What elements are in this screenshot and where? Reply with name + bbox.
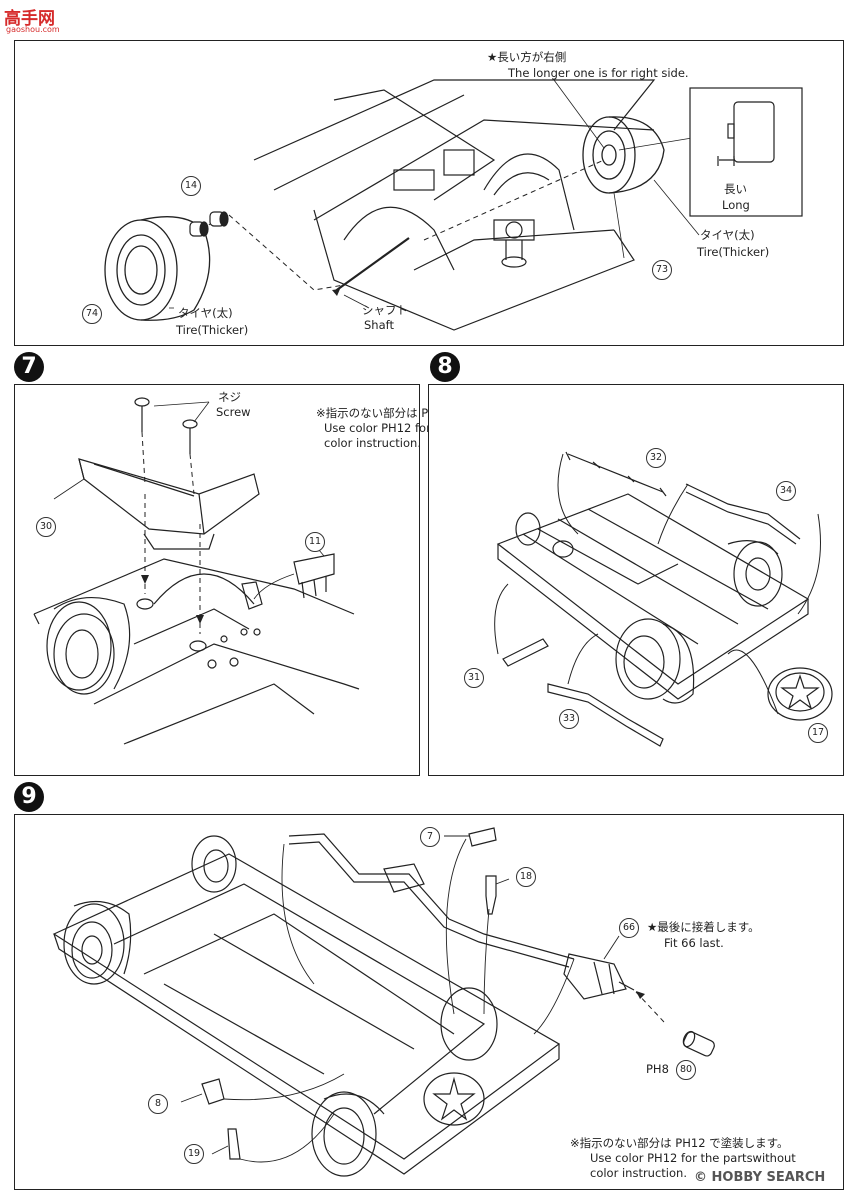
tire-left-jp: タイヤ(太) bbox=[178, 306, 233, 320]
step-9-number: 9 bbox=[14, 782, 44, 812]
step-9-panel bbox=[14, 814, 844, 1190]
part-34-label: 34 bbox=[776, 481, 796, 501]
fit-last-jp: ★最後に接着します。 bbox=[647, 920, 760, 934]
part-73-label: 73 bbox=[652, 260, 672, 280]
copyright-mark: © bbox=[694, 1170, 707, 1185]
part-30-label: 30 bbox=[36, 517, 56, 537]
part-18-label: 18 bbox=[516, 867, 536, 887]
part-8-label: 8 bbox=[148, 1094, 168, 1114]
step-8-number: 8 bbox=[430, 352, 460, 382]
part-11-label: 11 bbox=[305, 532, 325, 552]
step-9-note-en-1: Use color PH12 for the partswithout bbox=[590, 1151, 796, 1165]
part-74-label: 74 bbox=[82, 304, 102, 324]
screw-en: Screw bbox=[216, 405, 251, 419]
note-longer-en: The longer one is for right side. bbox=[508, 66, 689, 80]
fit-last-en: Fit 66 last. bbox=[664, 936, 724, 950]
part-66-label: 66 bbox=[619, 918, 639, 938]
watermark-url: gaoshou.com bbox=[6, 25, 60, 34]
step-8-drawing bbox=[494, 451, 833, 747]
watermark-logo: 高手网 bbox=[4, 4, 55, 29]
note-longer-jp: ★長い方が右側 bbox=[487, 50, 567, 64]
step-9-note-jp: ※指示のない部分は PH12 で塗装します。 bbox=[570, 1136, 789, 1150]
part-19-label: 19 bbox=[184, 1144, 204, 1164]
tire-right-en: Tire(Thicker) bbox=[697, 245, 770, 259]
hobby-search-watermark: © HOBBY SEARCH bbox=[694, 1170, 825, 1185]
hobby-search-text: HOBBY SEARCH bbox=[711, 1170, 826, 1185]
part-14-label: 14 bbox=[181, 176, 201, 196]
inset-long-en: Long bbox=[722, 198, 750, 212]
tire-left-en: Tire(Thicker) bbox=[176, 323, 249, 337]
shaft-en: Shaft bbox=[364, 318, 394, 332]
step-9-drawing bbox=[52, 827, 715, 1177]
part-33-label: 33 bbox=[559, 709, 579, 729]
step-7-note-en-2: color instruction. bbox=[324, 436, 421, 450]
step-7-panel bbox=[14, 384, 420, 776]
step-7-drawing bbox=[33, 397, 360, 745]
part-32-label: 32 bbox=[646, 448, 666, 468]
part-7-label: 7 bbox=[420, 827, 440, 847]
inset-long-jp: 長い bbox=[724, 182, 747, 196]
top-chassis-drawing bbox=[104, 79, 803, 331]
tire-right-jp: タイヤ(太) bbox=[700, 228, 755, 242]
part-80-label: 80 bbox=[676, 1060, 696, 1080]
screw-jp: ネジ bbox=[218, 390, 241, 404]
part-17-label: 17 bbox=[808, 723, 828, 743]
watermark-logo-text: 高手网 bbox=[4, 9, 55, 29]
shaft-jp: シャフト bbox=[362, 303, 408, 317]
step-7-number: 7 bbox=[14, 352, 44, 382]
step-9-note-en-2: color instruction. bbox=[590, 1166, 687, 1180]
part-80-color: PH8 bbox=[646, 1062, 669, 1076]
part-31-label: 31 bbox=[464, 668, 484, 688]
